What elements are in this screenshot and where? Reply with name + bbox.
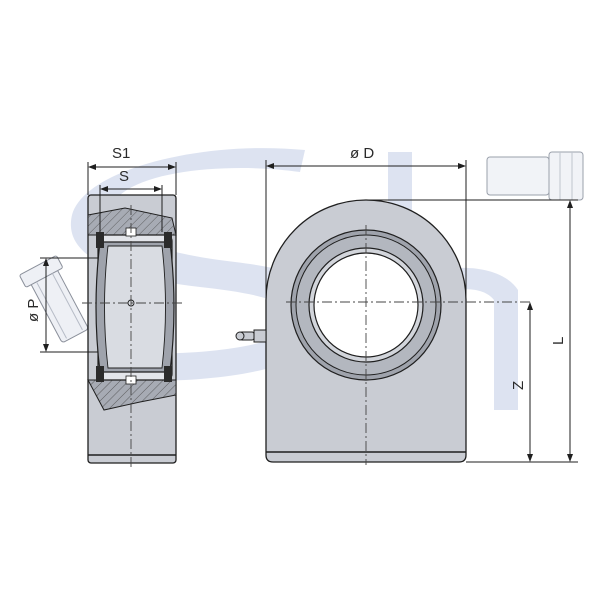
dimension-p: ø P: [25, 257, 98, 353]
label-s1: S1: [112, 145, 130, 162]
front-view: [265, 199, 530, 465]
hydraulic-connector: [486, 151, 584, 201]
section-view: [82, 194, 182, 470]
label-diameter-p: ø P: [25, 299, 42, 322]
grease-nipple-side-view: [19, 255, 89, 343]
dimension-z: Z: [510, 302, 533, 462]
label-diameter-d: ø D: [350, 145, 374, 162]
grease-nipple-front: [235, 329, 267, 343]
label-height-z: Z: [510, 381, 527, 390]
dimension-d: ø D: [265, 145, 467, 300]
label-length-l: L: [550, 337, 567, 345]
label-s: S: [119, 168, 129, 185]
dimension-l: L: [366, 199, 578, 463]
dimension-s1: S1: [87, 145, 177, 195]
dimension-s: S: [99, 168, 163, 232]
